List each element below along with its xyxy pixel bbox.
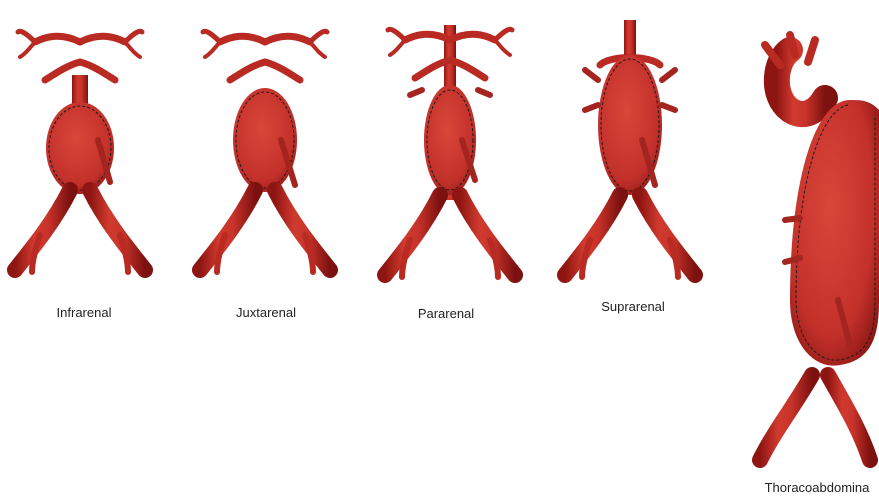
juxtarenal-aneurysm <box>200 12 330 272</box>
label-juxtarenal: Juxtarenal <box>236 305 296 320</box>
suprarenal-aneurysm <box>565 20 695 277</box>
label-suprarenal: Suprarenal <box>601 299 665 314</box>
label-pararenal: Pararenal <box>418 306 474 321</box>
pararenal-aneurysm <box>385 10 515 277</box>
thoracoabdominal-aneurysm <box>760 35 879 460</box>
label-infrarenal: Infrarenal <box>57 305 112 320</box>
label-thoracoabdominal: Thoracoabdomina <box>765 480 870 495</box>
infrarenal-aneurysm <box>15 12 145 272</box>
